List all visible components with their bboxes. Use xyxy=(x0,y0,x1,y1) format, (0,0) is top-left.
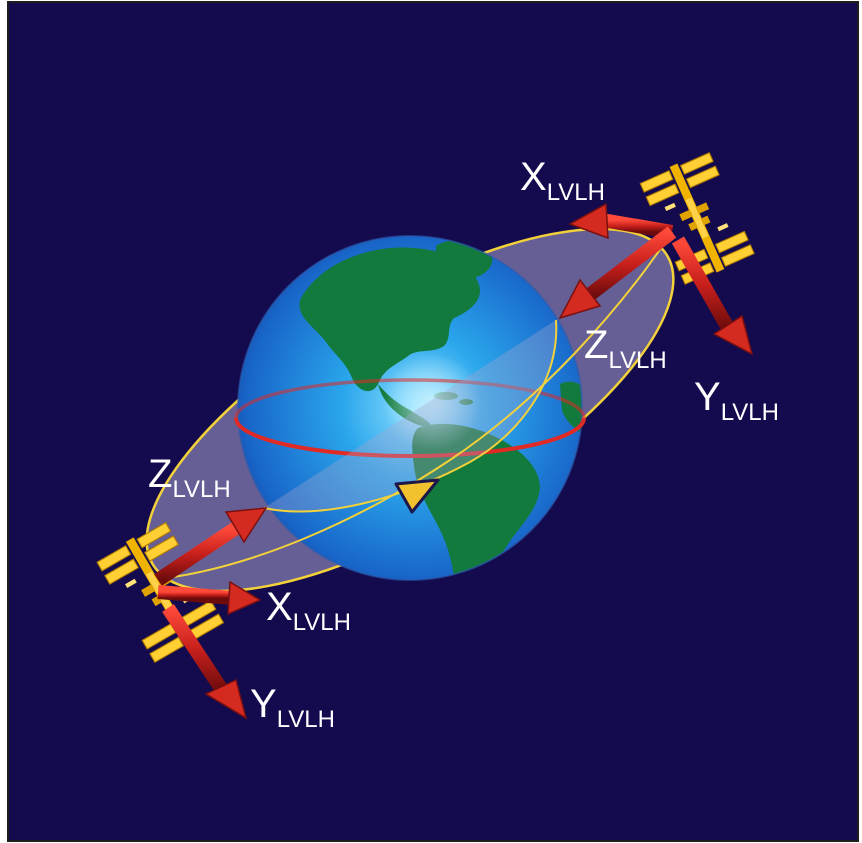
lower-x-axis-arrow xyxy=(157,580,262,616)
equator-ring xyxy=(234,378,586,458)
upper-x-label: XLVLH xyxy=(520,155,605,206)
north-america-landmass xyxy=(299,247,480,392)
lower-z-label: ZLVLH xyxy=(148,452,231,503)
upper-y-label: YLVLH xyxy=(694,375,779,426)
upper-z-label: ZLVLH xyxy=(584,323,667,374)
earth-globe xyxy=(237,235,583,581)
upper-station-group xyxy=(558,149,756,356)
lower-y-axis-arrow xyxy=(162,604,248,720)
upper-y-axis-arrow xyxy=(671,236,754,356)
lower-x-label: XLVLH xyxy=(266,585,351,636)
upper-x-axis-arrow xyxy=(568,202,674,240)
lower-y-label: YLVLH xyxy=(250,682,335,733)
lower-station-group xyxy=(94,507,268,720)
orbit-direction-marker-icon xyxy=(394,478,440,514)
africa-landmass xyxy=(560,381,582,440)
upper-z-axis-arrow xyxy=(558,226,677,320)
lower-z-axis-arrow xyxy=(154,507,268,586)
orbit-front xyxy=(149,231,673,581)
